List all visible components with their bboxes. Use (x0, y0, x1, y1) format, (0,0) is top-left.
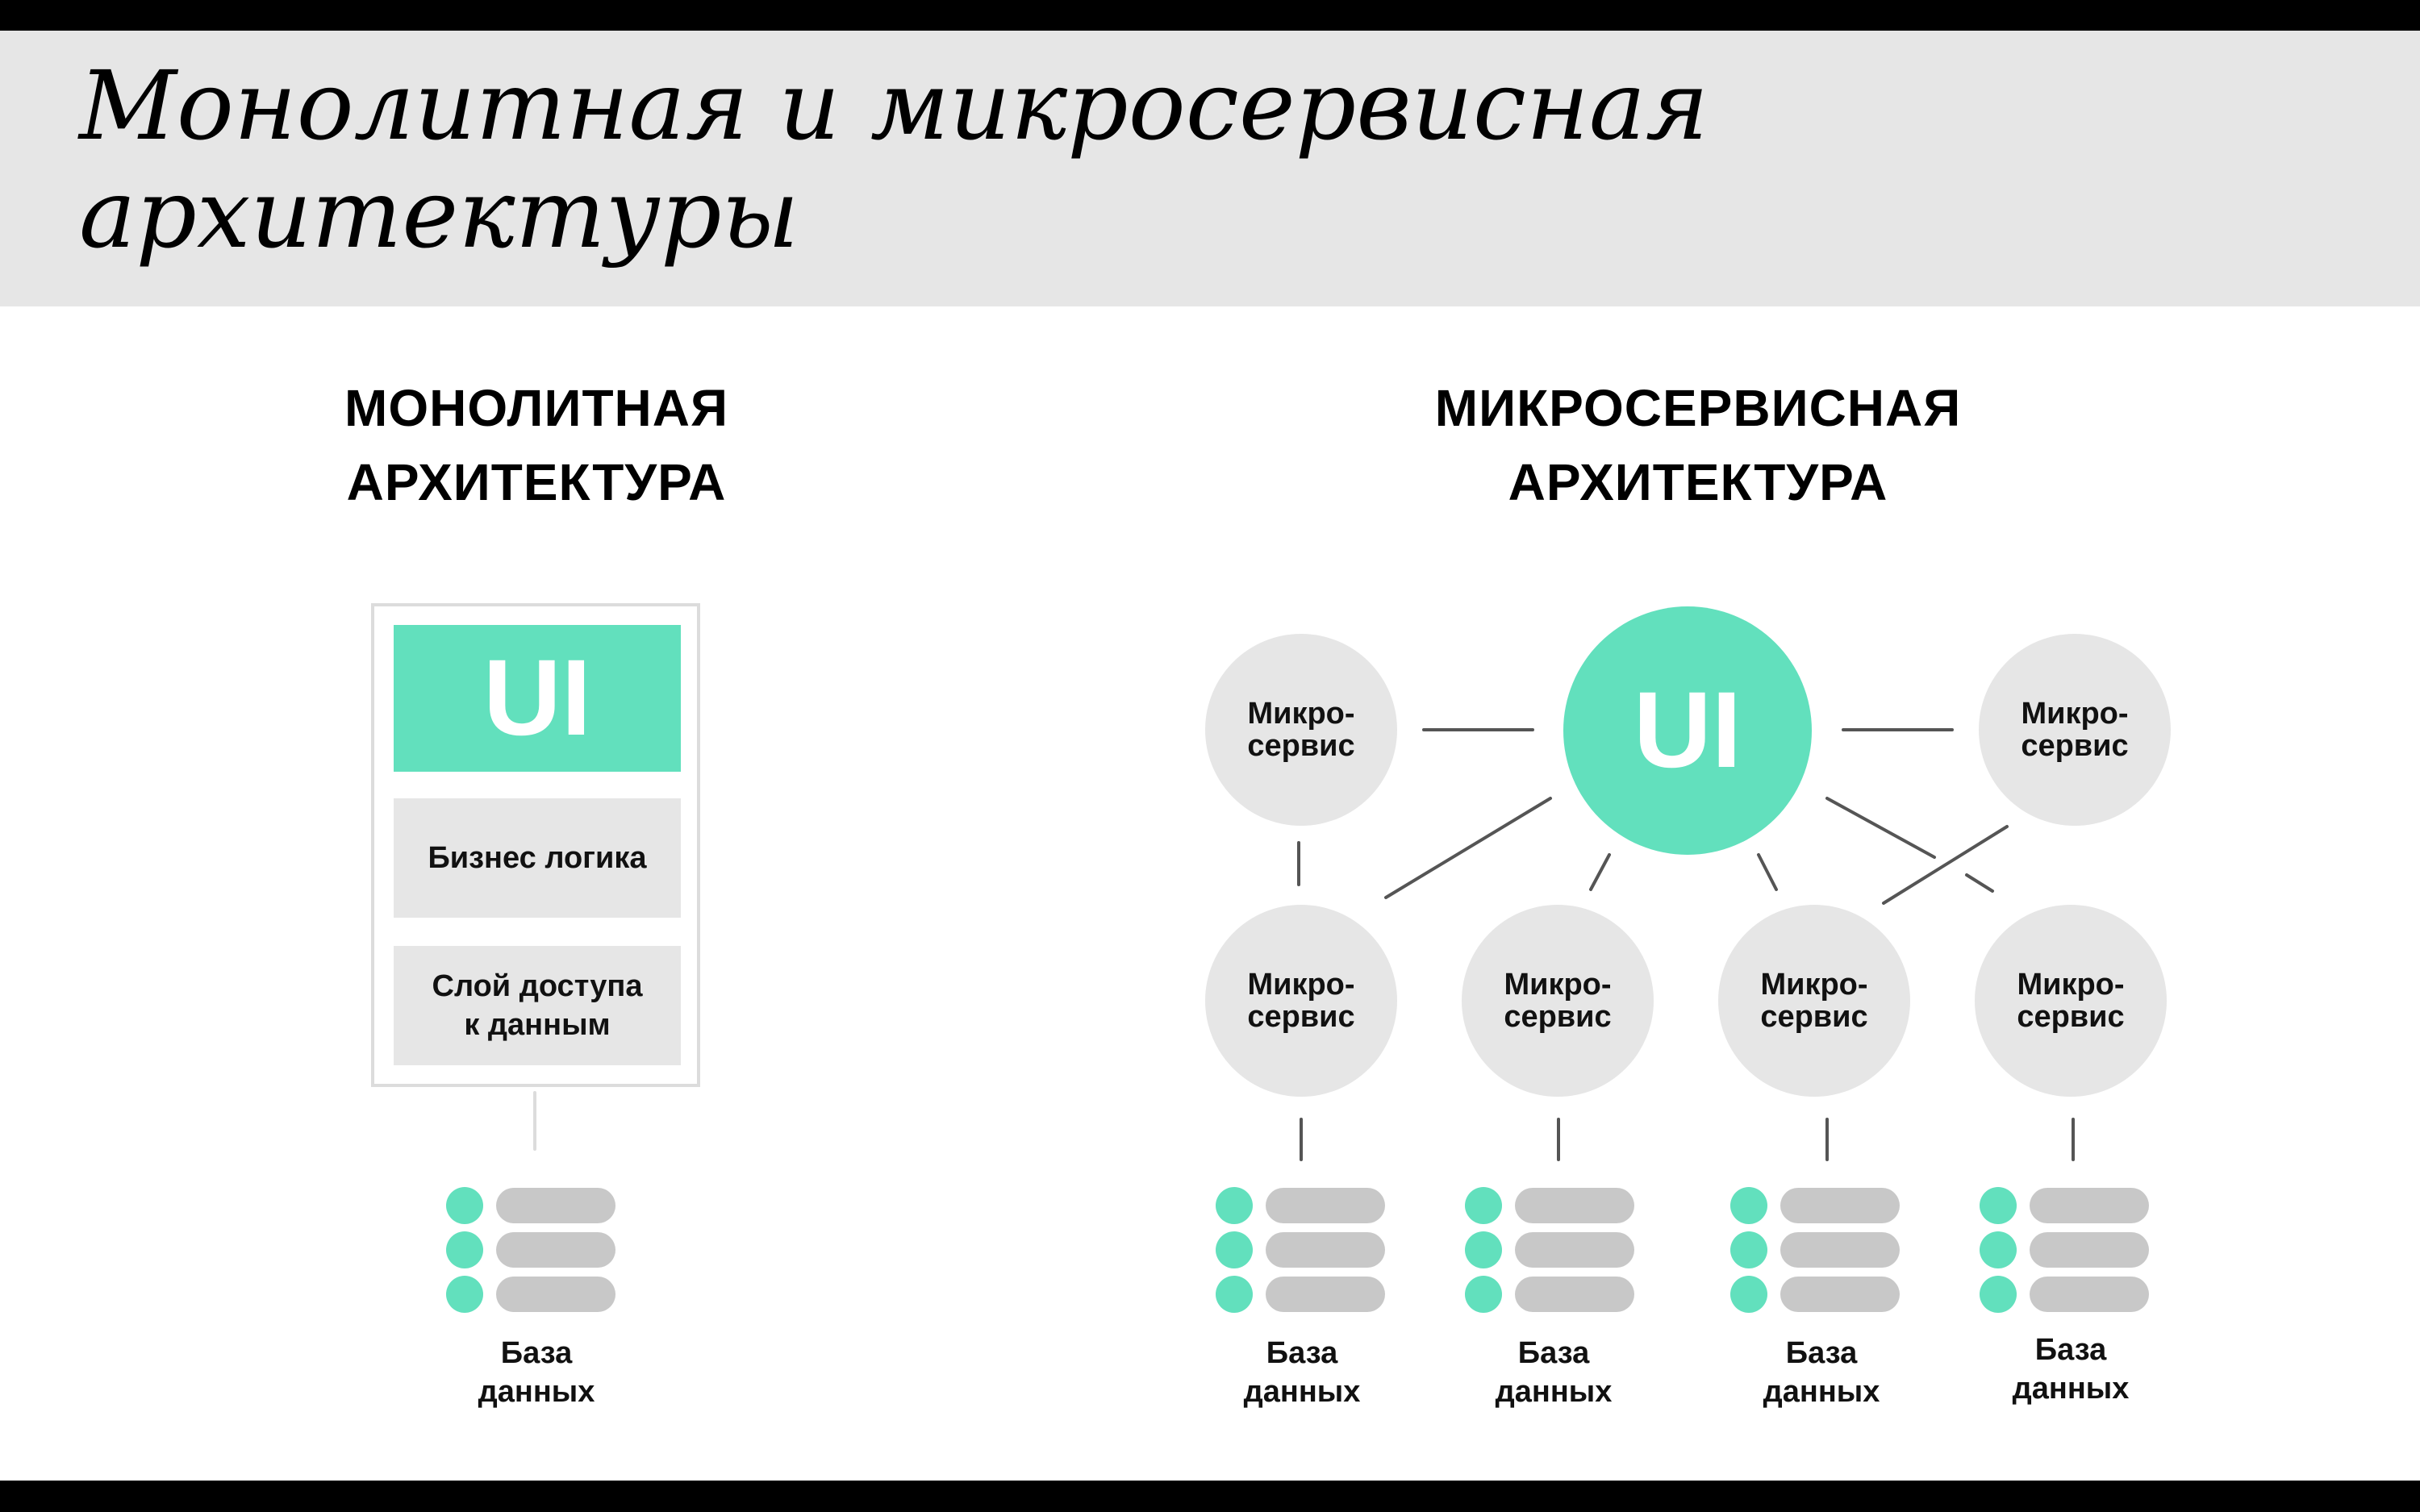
microservice-heading: МИКРОСЕРВИСНАЯ АРХИТЕКТУРА (1355, 371, 2041, 519)
bottom-border-bar (0, 1481, 2420, 1512)
database-label-line-1: База (2034, 1333, 2107, 1367)
microservice-label-line-2: сервис (1760, 1000, 1868, 1034)
data-access-label-line-2: к данным (464, 1008, 611, 1042)
microservice-heading-line-2: АРХИТЕКТУРА (1508, 453, 1888, 511)
database-dot (1216, 1231, 1253, 1268)
database-dot (1980, 1231, 2017, 1268)
database-bar (1515, 1188, 1634, 1223)
monolith-heading-line-1: МОНОЛИТНАЯ (344, 379, 728, 437)
microservice-label-line-1: Микро- (1760, 968, 1868, 1002)
database-dot (1730, 1276, 1767, 1313)
database-label-line-2: данных (1243, 1375, 1361, 1409)
database-bar (496, 1277, 615, 1312)
microservice-circle-top-right: Микро- сервис (1979, 634, 2171, 826)
database-bar (2030, 1232, 2149, 1268)
database-dot (1465, 1187, 1502, 1224)
top-border-bar (0, 0, 2420, 31)
monolith-heading: МОНОЛИТНАЯ АРХИТЕКТУРА (274, 371, 799, 519)
microservice-heading-line-1: МИКРОСЕРВИСНАЯ (1434, 379, 1962, 437)
microservice-label-line-2: сервис (2021, 729, 2129, 763)
business-logic-label: Бизнес логика (428, 841, 647, 875)
database-label-line-1: База (1266, 1336, 1338, 1370)
database-dot (1465, 1276, 1502, 1313)
database-label-line-2: данных (2012, 1372, 2130, 1406)
database-dot (1216, 1276, 1253, 1313)
microservice-label-line-2: сервис (2017, 1000, 2125, 1034)
database-bar (1515, 1232, 1634, 1268)
database-label-line-2: данных (1763, 1375, 1880, 1409)
slide-title-line-1: Монолитная и микросервисная (79, 50, 1709, 161)
microservice-label-line-2: сервис (1504, 1000, 1612, 1034)
database-label-line-1: База (1785, 1336, 1858, 1370)
database-dot (446, 1231, 483, 1268)
microservice-database-label-2: База данных (1465, 1334, 1642, 1411)
data-access-label-line-1: Слой доступа (432, 969, 643, 1003)
microservice-label-line-1: Микро- (1247, 968, 1355, 1002)
microservice-label-line-2: сервис (1247, 729, 1355, 763)
microservice-label-line-2: сервис (1247, 1000, 1355, 1034)
database-dot (1730, 1187, 1767, 1224)
database-dot (1980, 1276, 2017, 1313)
slide-header (0, 31, 2420, 306)
database-bar (1266, 1277, 1385, 1312)
database-label-line-1: База (500, 1336, 573, 1370)
microservice-circle-top-left: Микро- сервис (1205, 634, 1397, 826)
slide-title: Монолитная и микросервисная архитектуры (79, 52, 2176, 268)
ui-circle-label: UI (1634, 670, 1742, 790)
microservice-database-label-1: База данных (1213, 1334, 1391, 1411)
microservice-label-line-1: Микро- (2017, 968, 2125, 1002)
database-bar (1515, 1277, 1634, 1312)
microservice-ui-circle: UI (1563, 606, 1812, 855)
database-dot (446, 1276, 483, 1313)
database-dot (1980, 1187, 2017, 1224)
monolith-business-logic-block: Бизнес логика (394, 798, 681, 918)
database-bar (2030, 1188, 2149, 1223)
microservice-circle-bottom-4: Микро- сервис (1975, 905, 2167, 1097)
slide-title-line-2: архитектуры (79, 158, 799, 269)
database-bar (1266, 1232, 1385, 1268)
database-bar (496, 1188, 615, 1223)
database-bar (1266, 1188, 1385, 1223)
microservice-circle-bottom-1: Микро- сервис (1205, 905, 1397, 1097)
monolith-data-access-block: Слой доступа к данным (394, 946, 681, 1065)
database-dot (1730, 1231, 1767, 1268)
microservice-circle-bottom-2: Микро- сервис (1462, 905, 1654, 1097)
microservice-database-label-3: База данных (1733, 1334, 1910, 1411)
database-dot (1465, 1231, 1502, 1268)
monolith-heading-line-2: АРХИТЕКТУРА (346, 453, 727, 511)
microservice-label-line-1: Микро- (1247, 697, 1355, 731)
database-bar (1780, 1188, 1900, 1223)
microservice-label-line-1: Микро- (1504, 968, 1612, 1002)
database-dot (446, 1187, 483, 1224)
database-bar (1780, 1232, 1900, 1268)
microservice-label-line-1: Микро- (2021, 697, 2129, 731)
database-dot (1216, 1187, 1253, 1224)
database-label-line-2: данных (1495, 1375, 1613, 1409)
database-bar (496, 1232, 615, 1268)
monolith-ui-block: UI (394, 625, 681, 772)
monolith-database-label: База данных (448, 1334, 625, 1411)
database-bar (1780, 1277, 1900, 1312)
microservice-circle-bottom-3: Микро- сервис (1718, 905, 1910, 1097)
database-label-line-1: База (1517, 1336, 1590, 1370)
microservice-database-label-4: База данных (1982, 1331, 2159, 1408)
database-bar (2030, 1277, 2149, 1312)
database-label-line-2: данных (478, 1375, 595, 1409)
